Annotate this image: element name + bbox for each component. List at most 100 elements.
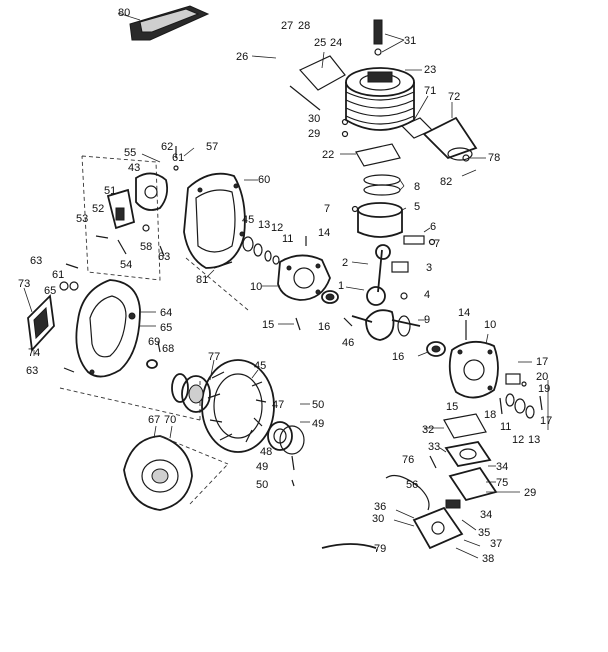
magneto-parts — [95, 146, 195, 257]
callout-label: 14 — [318, 227, 330, 239]
callout-label: 4 — [424, 289, 430, 301]
callout-label: 76 — [402, 454, 414, 466]
callout-label: 60 — [258, 174, 270, 186]
washer-stack-part — [242, 236, 280, 265]
callout-label: 82 — [440, 176, 452, 188]
callout-label: 20 — [536, 371, 548, 383]
callout-label: 49 — [312, 418, 324, 430]
callout-label: 68 — [162, 343, 174, 355]
callout-label: 16 — [318, 321, 330, 333]
cylinder-part — [345, 67, 422, 131]
callout-label: 17 — [540, 415, 552, 427]
callout-label: 67 — [148, 414, 160, 426]
callout-label: 3 — [426, 262, 432, 274]
piston-assembly — [351, 174, 436, 246]
callout-label: 35 — [478, 527, 490, 539]
callout-label: 63 — [26, 365, 38, 377]
decal-part — [117, 5, 210, 41]
callout-label: 71 — [424, 85, 436, 97]
callout-label: 80 — [118, 7, 130, 19]
callout-label: 73 — [18, 278, 30, 290]
callout-label: 64 — [160, 307, 172, 319]
callout-label: 72 — [448, 91, 460, 103]
callout-label: 48 — [260, 446, 272, 458]
callout-label: 10 — [484, 319, 496, 331]
callout-label: 47 — [272, 399, 284, 411]
fastener-parts — [146, 341, 161, 369]
callout-label: 5 — [414, 201, 420, 213]
callout-label: 61 — [52, 269, 64, 281]
callout-label: 81 — [196, 274, 208, 286]
callout-label: 45 — [254, 360, 266, 372]
callout-label: 53 — [76, 213, 88, 225]
callout-label: 45 — [242, 214, 254, 226]
carburetor-assembly — [393, 413, 520, 559]
recoil-cover-part — [59, 279, 201, 421]
fuel-line-part — [321, 475, 430, 551]
callout-label: 30 — [372, 513, 384, 525]
callout-label: 34 — [496, 461, 508, 473]
seal-parts-right — [499, 361, 549, 430]
shroud-left-part — [23, 263, 79, 373]
callout-label: 69 — [148, 336, 160, 348]
flywheel-part — [171, 359, 275, 453]
callout-label: 27 — [281, 20, 293, 32]
callout-label: 52 — [92, 203, 104, 215]
recoil-starter-part — [123, 425, 229, 511]
callout-label: 50 — [256, 479, 268, 491]
callout-label: 13 — [258, 219, 270, 231]
callout-label: 79 — [374, 543, 386, 555]
housing-assembly — [81, 155, 258, 311]
callout-label: 37 — [490, 538, 502, 550]
callout-label: 12 — [271, 222, 283, 234]
connecting-rod-part — [345, 244, 409, 306]
callout-label: 31 — [404, 35, 416, 47]
callout-label: 29 — [524, 487, 536, 499]
callout-label: 16 — [392, 351, 404, 363]
callout-label: 13 — [528, 434, 540, 446]
callout-label: 77 — [208, 351, 220, 363]
callout-label: 50 — [312, 399, 324, 411]
callout-label: 15 — [262, 319, 274, 331]
callout-label: 43 — [128, 162, 140, 174]
starter-cup-part — [267, 403, 310, 487]
callout-label: 1 — [338, 280, 344, 292]
callout-label: 62 — [161, 141, 173, 153]
callout-label: 7 — [324, 203, 330, 215]
callout-label: 12 — [512, 434, 524, 446]
callout-label: 6 — [430, 221, 436, 233]
callout-label: 18 — [484, 409, 496, 421]
callout-label: 51 — [104, 185, 116, 197]
crankcase-right-part — [448, 320, 499, 399]
callout-label: 58 — [140, 241, 152, 253]
callout-label: 28 — [298, 20, 310, 32]
callout-label: 14 — [458, 307, 470, 319]
callout-label: 75 — [496, 477, 508, 489]
callout-label: 38 — [482, 553, 494, 565]
callout-label: 36 — [374, 501, 386, 513]
callout-label: 65 — [44, 285, 56, 297]
callout-label: 11 — [500, 421, 511, 433]
callout-label: 70 — [164, 414, 176, 426]
spark-plug-part — [373, 19, 405, 56]
callout-label: 23 — [424, 64, 436, 76]
callout-label: 8 — [414, 181, 420, 193]
callout-label: 32 — [422, 424, 434, 436]
bearing-part — [321, 290, 446, 357]
callout-label: 78 — [488, 152, 500, 164]
callout-label: 19 — [538, 383, 550, 395]
crankcase-half-part — [262, 236, 331, 331]
callout-label: 55 — [124, 147, 136, 159]
callout-label: 49 — [256, 461, 268, 473]
callout-label: 24 — [330, 37, 342, 49]
callout-label: 26 — [236, 51, 248, 63]
callout-label: 34 — [480, 509, 492, 521]
callout-label: 29 — [308, 128, 320, 140]
callout-label: 17 — [536, 356, 548, 368]
callout-label: 74 — [28, 347, 40, 359]
callout-label: 33 — [428, 441, 440, 453]
callout-label: 30 — [308, 113, 320, 125]
head-gasket-part — [340, 118, 401, 167]
